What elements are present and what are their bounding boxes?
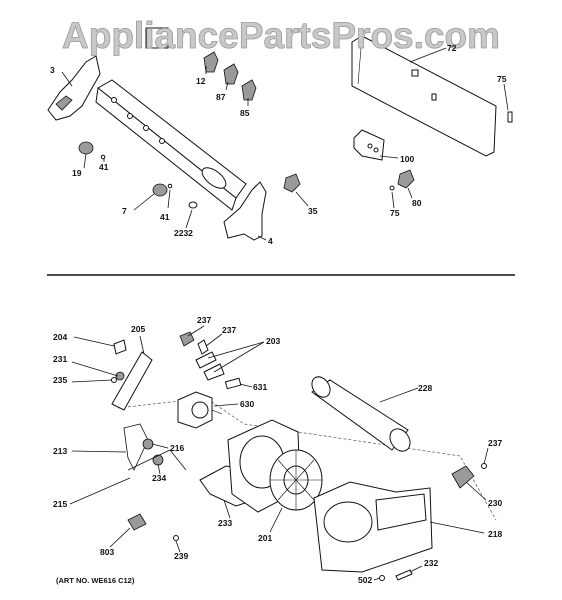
- part-35: [283, 173, 301, 193]
- part-screw-75: [507, 111, 513, 123]
- part-237c: [481, 463, 487, 469]
- part-screw-232: [395, 569, 413, 581]
- part-239: [173, 535, 179, 541]
- callout-label: 237: [488, 438, 502, 448]
- part-2232: [188, 201, 198, 209]
- part-234: [152, 454, 164, 466]
- callout-label: 502: [358, 575, 372, 585]
- callout-label: 75: [390, 208, 400, 218]
- callout-label: 228: [418, 383, 432, 393]
- callout-label: 218: [488, 529, 502, 539]
- duct-end: [311, 376, 331, 398]
- callout-label: 41: [160, 212, 170, 222]
- part-card: [145, 27, 169, 49]
- callout-label: 213: [53, 446, 67, 456]
- callout-label: 803: [100, 547, 114, 557]
- callout-label: 75: [497, 74, 507, 84]
- callout-label: 215: [53, 499, 67, 509]
- part-216: [142, 438, 154, 450]
- callout-label: 237: [197, 315, 211, 325]
- part-knob-19: [78, 141, 94, 155]
- backsplash-tab: [431, 93, 437, 101]
- callout-label: 87: [216, 92, 226, 102]
- lower-assembly: [69, 325, 497, 581]
- part-80: [397, 169, 415, 189]
- part-endcap-right: [223, 181, 267, 241]
- callout-label: 232: [424, 558, 438, 568]
- callout-label: 631: [253, 382, 267, 392]
- callout-label: 630: [240, 399, 254, 409]
- part-clip-41b: [167, 183, 173, 189]
- motor-shaft: [211, 409, 223, 415]
- lower-callouts: 204 205 237 237 203 231 235 631 228 630 …: [53, 315, 502, 585]
- callout-label: 201: [258, 533, 272, 543]
- part-213: [123, 423, 149, 471]
- art-number-note: (ART NO. WE616 C12): [56, 576, 135, 585]
- part-215-wire: [127, 449, 187, 471]
- backsplash-tab: [411, 69, 419, 77]
- part-631: [224, 377, 242, 390]
- part-bracket-205: [111, 351, 153, 411]
- part-203a: [195, 351, 217, 369]
- callout-label: 80: [412, 198, 422, 208]
- callout-label: 233: [218, 518, 232, 528]
- part-screw-502: [379, 575, 385, 581]
- part-endcap-left: [47, 55, 101, 121]
- upper-assembly: [47, 27, 513, 241]
- part-clip-41: [100, 154, 106, 160]
- terminal-screw: [373, 147, 379, 153]
- housing-front-box: [375, 493, 427, 531]
- part-230: [451, 465, 475, 489]
- motor-face: [191, 401, 209, 419]
- callout-label: 19: [72, 168, 82, 178]
- callout-label: 2232: [174, 228, 193, 238]
- terminal-screw: [367, 143, 373, 149]
- callout-label: 12: [196, 76, 206, 86]
- watermark-text: AppliancePartsPros.com: [62, 15, 500, 56]
- callout-label: 3: [50, 65, 55, 75]
- callout-label: 205: [131, 324, 145, 334]
- callout-label: 204: [53, 332, 67, 342]
- part-clip-204: [113, 339, 127, 355]
- part-switch-85: [241, 79, 257, 101]
- callout-label: 230: [488, 498, 502, 508]
- part-screw-75b: [389, 185, 395, 191]
- callout-label: 41: [99, 162, 109, 172]
- housing-front-opening: [323, 501, 373, 543]
- callout-label: 7: [122, 206, 127, 216]
- callout-label: 234: [152, 473, 166, 483]
- callout-label: 235: [53, 375, 67, 385]
- callout-label: 203: [266, 336, 280, 346]
- panel-hole: [159, 138, 165, 144]
- part-endcap-detail: [55, 95, 73, 111]
- part-803: [127, 513, 147, 531]
- callout-label: 85: [240, 108, 250, 118]
- callout-label: 100: [400, 154, 414, 164]
- duct-end: [389, 428, 411, 452]
- callout-label: 231: [53, 354, 67, 364]
- panel-hole: [111, 97, 117, 103]
- part-237b: [197, 339, 209, 355]
- callout-label: 4: [268, 236, 273, 246]
- part-237a: [179, 331, 195, 347]
- backsplash-edge: [357, 35, 363, 85]
- callout-label: 239: [174, 551, 188, 561]
- callout-label: 237: [222, 325, 236, 335]
- part-knob-7: [152, 183, 168, 197]
- panel-hole: [127, 113, 133, 119]
- panel-window: [201, 167, 227, 189]
- part-switch-87: [223, 63, 239, 85]
- panel-hole: [143, 125, 149, 131]
- callout-label: 216: [170, 443, 184, 453]
- part-235: [111, 377, 117, 383]
- callout-label: 72: [447, 43, 457, 53]
- part-231: [115, 371, 125, 381]
- callout-label: 35: [308, 206, 318, 216]
- upper-callouts: 3 12 87 85 72 75 100 19 41 7 41 2232 4 3…: [50, 43, 507, 246]
